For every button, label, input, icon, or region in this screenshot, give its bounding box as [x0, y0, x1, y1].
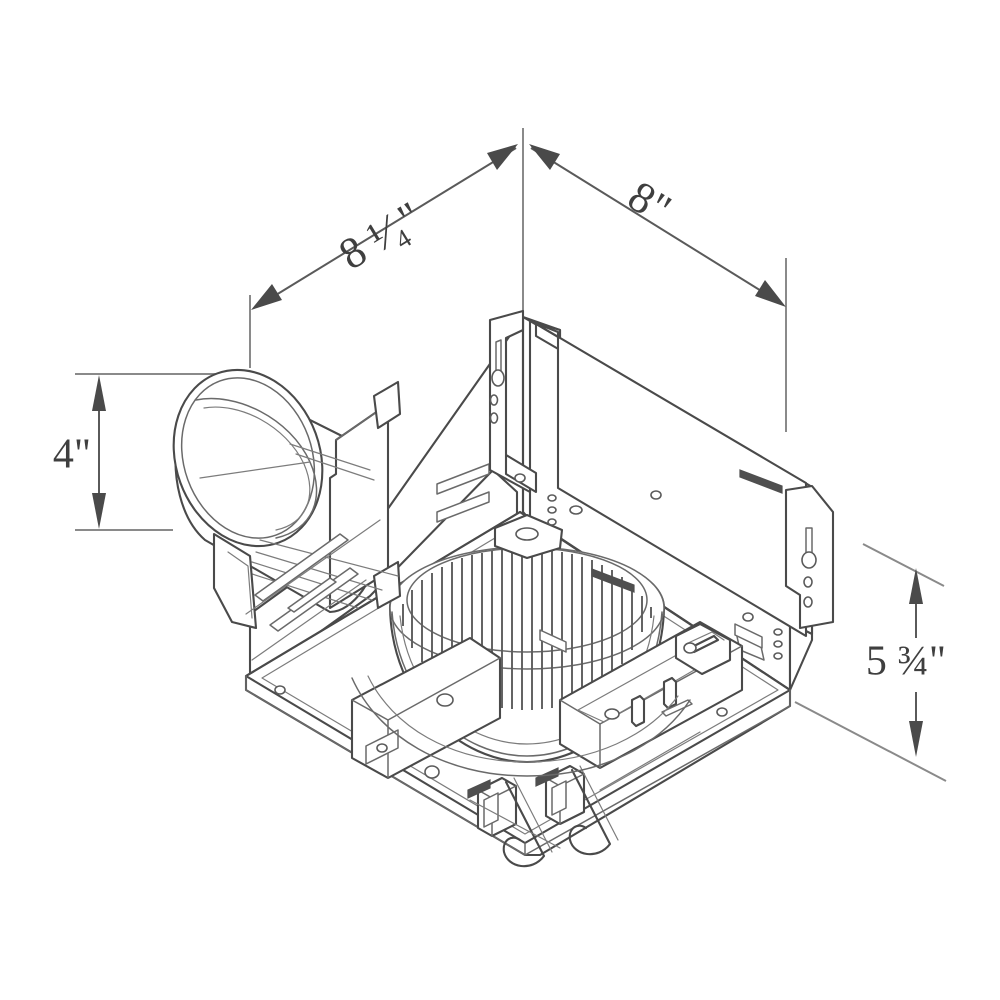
- wiring-box-hole: [604, 708, 620, 720]
- embossed-slot-left: [591, 568, 635, 593]
- scroll-cutout-curve-inner: [367, 675, 679, 763]
- width-dimension-line: [530, 147, 780, 303]
- louver-slot-1: [436, 463, 490, 495]
- left-vent-dot-3: [547, 518, 557, 526]
- left-bracket-tab-hole: [514, 473, 526, 483]
- duct-diameter-dimension-group: 4": [53, 373, 226, 531]
- blower-wheel-inner-rim: [406, 547, 648, 653]
- housing-height-label: 5 ¾": [866, 639, 946, 685]
- duct-stiffener-1: [259, 539, 399, 577]
- spring-wire-right-b: [579, 765, 619, 841]
- duct-collar-opening-outer: [172, 368, 324, 548]
- wiring-clip: [661, 699, 693, 717]
- width-arrow-right: [755, 280, 786, 307]
- width-dimension-label: 8": [620, 171, 680, 234]
- left-panel-ribs: [245, 519, 381, 661]
- louver-slot-2: [436, 491, 490, 523]
- duct-arrow-top: [92, 375, 106, 411]
- scroll-screw-hole: [436, 693, 454, 707]
- embossed-slot-right: [739, 469, 783, 494]
- duct-diameter-label: 4": [53, 432, 91, 478]
- duct-damper-flap-edge: [203, 406, 311, 531]
- spring-clip-left-label: [467, 779, 491, 799]
- knockout-plate: [539, 623, 763, 653]
- spring-wire-left: [502, 780, 546, 868]
- connector-block-detail: [685, 631, 725, 645]
- wiring-post-1: [630, 694, 646, 728]
- height-arrow-top: [909, 568, 923, 604]
- wiring-box: [558, 620, 744, 770]
- left-panel-fold: [245, 519, 381, 615]
- flange-details: [469, 707, 728, 849]
- mounting-bracket-left: [488, 309, 662, 526]
- spring-clip-left-window: [483, 792, 499, 828]
- torsion-spring-clip-right: [535, 764, 619, 856]
- depth-arrow-left: [251, 284, 282, 310]
- spring-clip-right-window: [551, 780, 567, 816]
- right-panel-louvers: [436, 463, 783, 593]
- connector-screw: [683, 642, 697, 654]
- left-bracket-hole-1: [489, 394, 499, 406]
- depth-dimension-line: [257, 147, 517, 307]
- flange-hole-right: [716, 707, 728, 717]
- height-arrow-bottom: [909, 721, 923, 757]
- duct-stiffener-4: [245, 571, 359, 609]
- left-keyhole-slot: [495, 339, 502, 375]
- flange-hole-center: [424, 765, 440, 779]
- torsion-spring-clip-left: [467, 776, 553, 868]
- depth-dimension-label: 8 ¹⁄₄": [331, 192, 431, 279]
- duct-stiffener-6: [295, 453, 375, 481]
- duct-collar-foot-edge: [227, 551, 253, 619]
- scroll-cutout-curve: [351, 677, 691, 777]
- duct-clip-top: [372, 380, 402, 430]
- duct-collar-opening-inner: [180, 377, 316, 539]
- blower-fins: [402, 549, 652, 710]
- duct-arrow-bottom: [92, 493, 106, 529]
- bottom-flange-right-edge: [524, 689, 791, 856]
- left-rib-3: [287, 577, 337, 613]
- lower-support-hole: [376, 743, 388, 753]
- spring-wire-left-b: [513, 777, 553, 853]
- duct-clip-bottom: [372, 560, 402, 610]
- left-bracket-hole-2: [489, 412, 499, 424]
- right-panel-hole: [650, 490, 662, 500]
- flange-hole-left: [274, 685, 286, 695]
- knockout-slot-2: [539, 629, 567, 653]
- right-vent-dot-2: [773, 640, 783, 648]
- left-vent-dot-4: [569, 505, 583, 515]
- lower-support: [274, 636, 502, 780]
- right-bracket-hole-2: [803, 596, 813, 608]
- housing-height-dimension-group: 5 ¾": [794, 543, 947, 782]
- depth-arrow-apex: [487, 144, 518, 170]
- duct-collar-foot: [212, 532, 258, 630]
- left-rib-1: [254, 533, 349, 602]
- spring-clip-right-label: [535, 767, 559, 787]
- right-keyhole-round: [801, 551, 817, 569]
- flange-detail-line-1: [469, 799, 561, 849]
- depth-dimension-group: 8 ¹⁄₄": [249, 128, 524, 368]
- lower-support-top-edge: [387, 657, 501, 721]
- duct-damper-hinge: [199, 461, 311, 479]
- connector-block: [674, 622, 732, 676]
- spring-wire-right: [568, 768, 612, 856]
- right-bracket-hole-1: [803, 576, 813, 588]
- duct-stiffener-5: [289, 443, 371, 471]
- knockout-slot: [734, 623, 763, 649]
- width-arrow-apex: [529, 144, 560, 170]
- left-vent-dot-1: [547, 494, 557, 502]
- height-bottom-leader: [794, 701, 947, 782]
- left-keyhole-round: [491, 369, 505, 387]
- right-vent-dot-3: [773, 652, 783, 660]
- right-small-hole: [742, 612, 754, 622]
- right-vent-dot-1: [773, 628, 783, 636]
- left-vent-dot-2: [547, 506, 557, 514]
- wiring-post-2: [662, 676, 678, 710]
- left-panel-fold-2: [251, 579, 367, 661]
- height-top-leader: [862, 543, 945, 587]
- duct-stiffener-3: [251, 561, 373, 601]
- motor-mount-hole: [515, 527, 539, 541]
- flange-detail-line-2: [599, 731, 701, 791]
